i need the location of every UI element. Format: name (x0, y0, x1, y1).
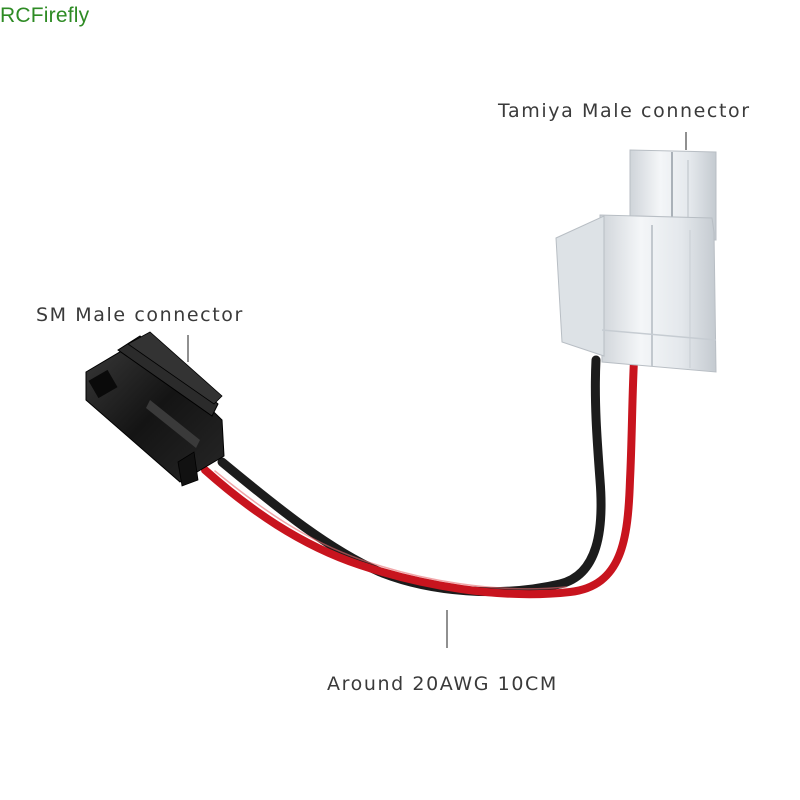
leader-lines (187, 132, 687, 648)
wire-bundle (201, 355, 638, 599)
tamiya-connector (555, 149, 717, 373)
red-wire (201, 356, 638, 599)
sm-connector-label: SM Male connector (36, 304, 244, 326)
black-wire (217, 355, 606, 597)
brand-logo: RCFirefly (0, 4, 90, 27)
tamiya-connector-label: Tamiya Male connector (498, 100, 751, 122)
wire-spec-label: Around 20AWG 10CM (327, 673, 558, 695)
sm-connector (85, 331, 225, 487)
